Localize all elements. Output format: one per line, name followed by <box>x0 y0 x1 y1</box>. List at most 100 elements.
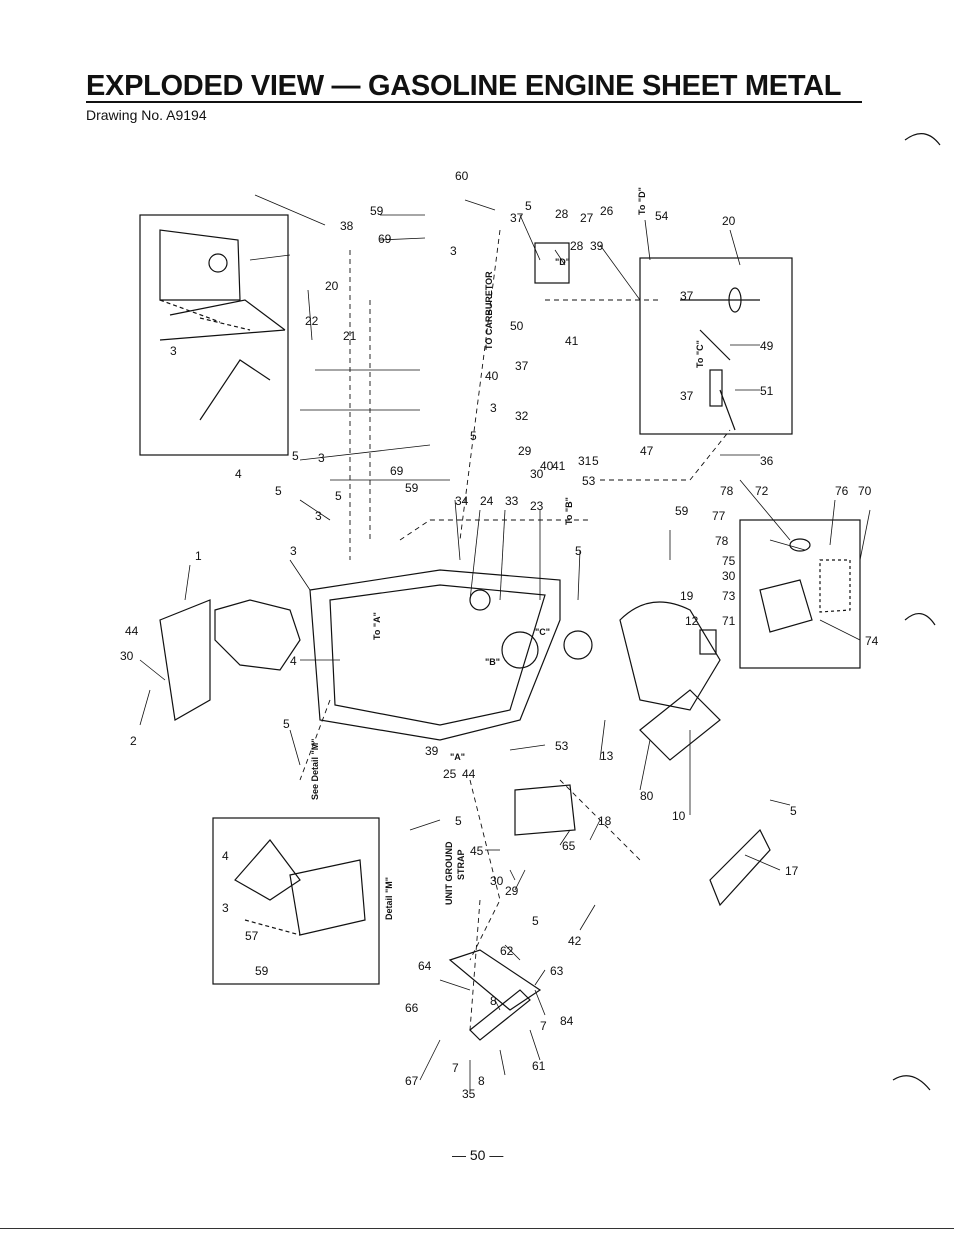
callout-3b: 3 <box>170 344 177 358</box>
callout-42: 42 <box>568 934 582 948</box>
callout-5c: 5 <box>470 429 477 443</box>
label-to-d: To "D" <box>637 187 647 215</box>
callout-72: 72 <box>755 484 769 498</box>
callout-51: 51 <box>760 384 774 398</box>
callout-50: 50 <box>510 319 524 333</box>
page-number: — 50 — <box>452 1147 504 1163</box>
inset-regulator <box>739 519 861 669</box>
callout-3g: 3 <box>222 901 229 915</box>
callout-3: 3 <box>450 244 457 258</box>
corner-mark <box>904 613 936 626</box>
callout-5j: 5 <box>455 814 462 828</box>
callout-75: 75 <box>722 554 736 568</box>
callout-4: 4 <box>235 467 242 481</box>
callout-19: 19 <box>680 589 694 603</box>
callout-53b: 53 <box>555 739 569 753</box>
callout-5i: 5 <box>790 804 797 818</box>
callout-20: 20 <box>722 214 736 228</box>
label-strap: STRAP <box>456 849 466 880</box>
label-a: "A" <box>450 752 465 762</box>
callout-29: 29 <box>518 444 532 458</box>
callout-28: 28 <box>555 207 569 221</box>
callout-49: 49 <box>760 339 774 353</box>
callout-33: 33 <box>505 494 519 508</box>
callout-39: 39 <box>590 239 604 253</box>
callout-59: 59 <box>370 204 384 218</box>
callout-27: 27 <box>580 211 594 225</box>
callout-5h: 5 <box>283 717 290 731</box>
callout-64: 64 <box>418 959 432 973</box>
callout-57: 57 <box>245 929 259 943</box>
title-underline <box>86 101 862 103</box>
callout-37c: 37 <box>680 289 694 303</box>
callout-2: 2 <box>130 734 137 748</box>
inset-right <box>639 257 793 435</box>
corner-mark <box>892 1075 931 1091</box>
label-to-c: To "C" <box>695 340 705 368</box>
callout-45: 45 <box>470 844 484 858</box>
callout-1: 1 <box>195 549 202 563</box>
callout-44: 44 <box>125 624 139 638</box>
callout-62: 62 <box>500 944 514 958</box>
callout-30: 30 <box>530 467 544 481</box>
label-b: "B" <box>485 657 500 667</box>
callout-22: 22 <box>305 314 319 328</box>
callout-69: 69 <box>378 232 392 246</box>
page-title: EXPLODED VIEW — GASOLINE ENGINE SHEET ME… <box>86 70 842 102</box>
callout-53: 53 <box>582 474 596 488</box>
callout-5k: 5 <box>532 914 539 928</box>
callout-40: 40 <box>485 369 499 383</box>
callout-69b: 69 <box>390 464 404 478</box>
callout-39b: 39 <box>425 744 439 758</box>
callout-47: 47 <box>640 444 654 458</box>
callout-26: 26 <box>600 204 614 218</box>
callout-63: 63 <box>550 964 564 978</box>
callout-54: 54 <box>655 209 669 223</box>
label-to-carburetor: TO CARBURETOR <box>484 271 494 350</box>
callout-59d: 59 <box>255 964 269 978</box>
callout-5g: 5 <box>575 544 582 558</box>
callout-5b: 5 <box>292 449 299 463</box>
callout-80: 80 <box>640 789 654 803</box>
callout-30-75: 30 <box>722 569 736 583</box>
callout-44b: 44 <box>462 767 476 781</box>
callout-28b: 28 <box>570 239 584 253</box>
callout-30b: 30 <box>120 649 134 663</box>
callout-20b: 20 <box>325 279 339 293</box>
callout-34: 34 <box>455 494 469 508</box>
callout-5d: 5 <box>592 454 599 468</box>
corner-mark <box>904 133 941 146</box>
callout-18: 18 <box>598 814 612 828</box>
callout-10: 10 <box>672 809 686 823</box>
callout-37: 37 <box>510 211 524 225</box>
callout-32: 32 <box>515 409 529 423</box>
label-to-b: To "B" <box>564 497 574 525</box>
callout-67: 67 <box>405 1074 419 1088</box>
callout-29b: 29 <box>505 884 519 898</box>
callout-71: 71 <box>722 614 736 628</box>
callout-77: 77 <box>712 509 726 523</box>
callout-8b: 8 <box>478 1074 485 1088</box>
callout-78: 78 <box>720 484 734 498</box>
callout-60: 60 <box>455 169 469 183</box>
callout-4c: 4 <box>222 849 229 863</box>
callout-41b: 41 <box>552 459 566 473</box>
callout-78b: 78 <box>715 534 729 548</box>
callout-31: 31 <box>578 454 592 468</box>
callout-3d: 3 <box>490 401 497 415</box>
label-detail-m: Detail "M" <box>384 877 394 920</box>
callout-3c: 3 <box>318 451 325 465</box>
callout-74: 74 <box>865 634 879 648</box>
callout-5e: 5 <box>275 484 282 498</box>
callout-4b: 4 <box>290 654 297 668</box>
callout-3e: 3 <box>315 509 322 523</box>
callout-36: 36 <box>760 454 774 468</box>
callout-70: 70 <box>858 484 872 498</box>
label-c: "C" <box>535 627 550 637</box>
callout-7: 7 <box>540 1019 547 1033</box>
callout-12: 12 <box>685 614 699 628</box>
callout-38: 38 <box>340 219 354 233</box>
callout-59b: 59 <box>405 481 419 495</box>
callout-3f: 3 <box>290 544 297 558</box>
